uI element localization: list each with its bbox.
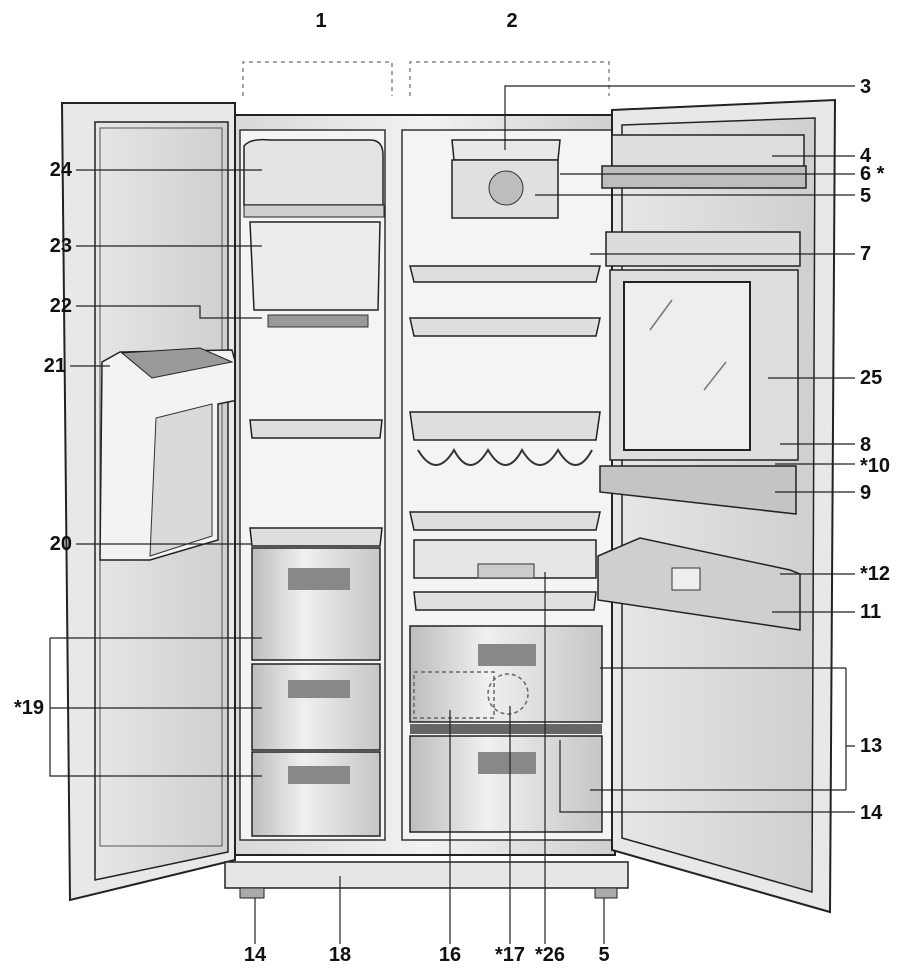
- label-26: *26: [534, 944, 566, 966]
- label-20: 20: [49, 533, 72, 555]
- door-cabinet: [609, 269, 799, 461]
- crisper-drawers: [409, 591, 603, 833]
- label-14-right: 14: [860, 802, 883, 824]
- label-7: 7: [860, 243, 872, 265]
- door-bin-upper: [605, 231, 801, 267]
- label-17: *17: [494, 944, 526, 966]
- label-24: 24: [49, 159, 72, 181]
- ice-maker: [243, 138, 385, 218]
- label-5-bottom: 5: [598, 944, 610, 966]
- label-16: 16: [438, 944, 462, 966]
- fridge-shelves: [409, 265, 601, 531]
- label-19: *19: [13, 697, 44, 719]
- wine-rack: [417, 447, 593, 466]
- label-8: 8: [860, 434, 872, 456]
- freezer-drawers: [251, 547, 381, 837]
- label-21: 21: [43, 355, 66, 377]
- freezer-shelf: [249, 419, 383, 547]
- label-3: 3: [860, 76, 872, 98]
- label-11: 11: [860, 601, 882, 623]
- base-grille: [224, 861, 629, 899]
- label-1: 1: [315, 10, 327, 32]
- label-2: 2: [506, 10, 518, 32]
- label-12: *12: [860, 563, 891, 585]
- label-23: 23: [49, 235, 72, 257]
- ice-dispenser: [99, 347, 239, 561]
- label-25: 25: [860, 367, 883, 389]
- label-4: 4: [860, 145, 872, 167]
- fridge-bracket: [409, 61, 610, 96]
- door-bin-middle: [599, 465, 797, 515]
- label-18: 18: [328, 944, 352, 966]
- label-10: *10: [860, 455, 891, 477]
- label-22: 22: [49, 295, 72, 317]
- leader-lines: [49, 85, 855, 944]
- label-14-bottom: 14: [243, 944, 267, 966]
- chill-compartment: [413, 539, 597, 579]
- ice-bucket: [249, 221, 381, 328]
- freezer-bracket: [242, 61, 393, 96]
- label-9: 9: [860, 482, 872, 504]
- label-5-top: 5: [860, 185, 872, 207]
- dairy-compartment: [601, 134, 807, 189]
- label-6: 6 *: [860, 163, 885, 185]
- fridge-light-cover: [451, 139, 561, 219]
- label-13: 13: [860, 735, 883, 757]
